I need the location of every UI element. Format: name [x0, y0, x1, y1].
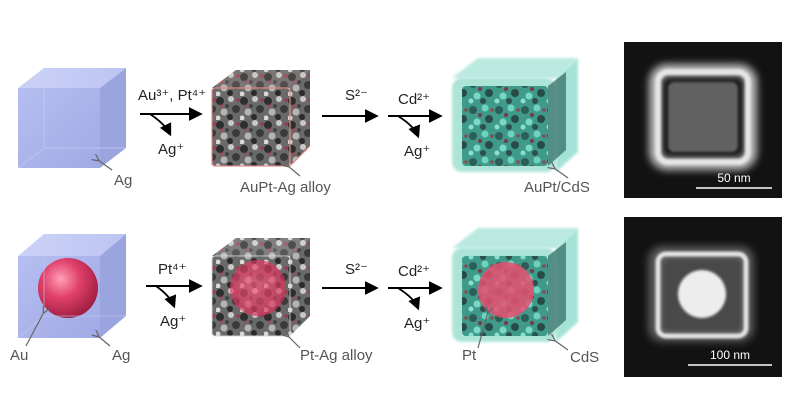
label-pt-row2: Pt: [462, 347, 477, 364]
byproduct-step1-row2: Ag⁺: [160, 313, 186, 330]
reagent-step2-row2: S²⁻: [345, 261, 368, 278]
ag-cube-au-core: [17, 234, 126, 339]
ag-cube-row1: [17, 68, 126, 169]
pt-cds-product: [452, 228, 578, 342]
branch-arrow-step3-row1: [397, 115, 421, 139]
byproduct-step1-row1: Ag⁺: [158, 141, 184, 158]
aupt-cds-product: [452, 58, 578, 172]
reagent-step2-row1: S²⁻: [345, 87, 368, 104]
byproduct-step3-row1: Ag⁺: [404, 143, 430, 160]
scale-label-row1: 50 nm: [717, 171, 750, 185]
reagent-step1-row2: Pt⁴⁺: [158, 261, 187, 278]
label-ag-row1: Ag: [114, 172, 132, 189]
tem-image-row1: 50 nm: [624, 42, 782, 198]
label-alloy-row1: AuPt-Ag alloy: [240, 179, 331, 196]
byproduct-step3-row2: Ag⁺: [404, 315, 430, 332]
pointer-ag-row1: [98, 160, 113, 171]
pt-core: [478, 262, 534, 318]
branch-arrow-step1-row1: [149, 113, 172, 137]
branch-arrow-step3-row2: [397, 287, 421, 311]
pointer-au-row2: [25, 312, 44, 347]
label-alloy-row2: Pt-Ag alloy: [300, 347, 373, 364]
scale-label-row2: 100 nm: [710, 348, 750, 362]
pointer-cds-row2: [554, 340, 569, 351]
aupt-ag-alloy-cube: [211, 70, 311, 167]
branch-arrow-step1-row2: [155, 285, 177, 309]
pointer-ag-row2: [98, 336, 111, 347]
pt-ag-alloy-cube: [211, 238, 310, 337]
reagent-step3-row2: Cd²⁺: [398, 263, 430, 280]
label-au-row2: Au: [10, 347, 28, 364]
tem-image-row2: 100 nm: [624, 217, 782, 377]
reagent-step3-row1: Cd²⁺: [398, 91, 430, 108]
label-product-row1: AuPt/CdS: [524, 179, 590, 196]
pointer-pt-row2: [477, 312, 488, 349]
au-sphere: [38, 258, 98, 318]
pointer-product-row1: [554, 168, 569, 179]
pointer-alloy-row1: [288, 166, 301, 177]
label-ag-row2: Ag: [112, 347, 130, 364]
reagent-step1-row1: Au³⁺, Pt⁴⁺: [138, 87, 206, 104]
label-cds-row2: CdS: [570, 349, 599, 366]
pointer-alloy-row2: [288, 336, 301, 349]
